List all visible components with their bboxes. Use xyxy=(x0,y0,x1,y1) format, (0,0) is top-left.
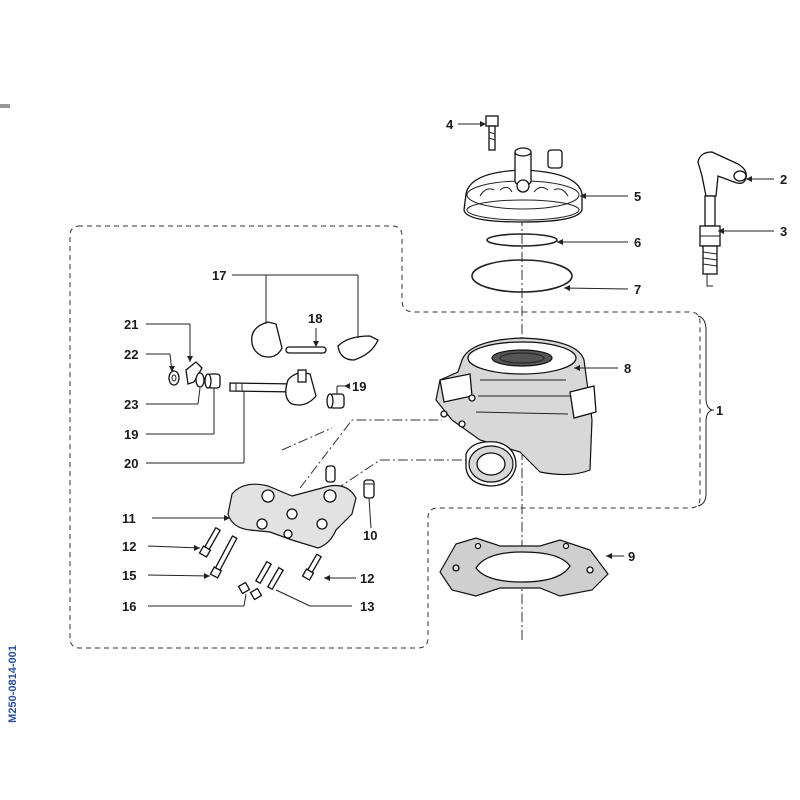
spark-plug-cap-part-2 xyxy=(697,151,747,197)
nut-part-16 xyxy=(237,581,263,601)
cylinder-head-part-5 xyxy=(463,147,583,223)
bolt-part-12b xyxy=(301,553,323,581)
callout-9: 9 xyxy=(628,549,635,564)
screw-part-4 xyxy=(485,115,499,151)
bracket-axis-line xyxy=(281,427,333,451)
cylinder-part-8 xyxy=(435,337,597,487)
stud-part-13 xyxy=(254,560,273,585)
bushing-part-19b xyxy=(204,373,221,389)
flange-bracket-part-11 xyxy=(227,483,357,549)
spark-plug-part-3 xyxy=(699,195,721,287)
nut-part-22 xyxy=(168,370,180,386)
callout-11: 11 xyxy=(122,511,136,526)
callout-4: 4 xyxy=(446,117,454,132)
bracket-axis-line xyxy=(299,419,442,489)
valve-segment-part-17 xyxy=(251,321,379,361)
callout-15: 15 xyxy=(122,568,136,583)
leader-arrowheads xyxy=(169,121,752,581)
callout-2: 2 xyxy=(780,172,787,187)
callout-22: 22 xyxy=(124,347,138,362)
callout-18: 18 xyxy=(308,311,322,326)
drawing-code: M250-0814-001 xyxy=(7,645,19,723)
bolt-part-15 xyxy=(209,535,238,579)
callout-17: 17 xyxy=(212,268,226,283)
base-gasket-part-9 xyxy=(439,537,609,597)
bolt-part-12 xyxy=(198,526,222,558)
callout-7: 7 xyxy=(634,282,641,297)
leader-lines xyxy=(146,123,774,607)
stud-part-13b xyxy=(266,566,285,591)
callout-19b: 19 xyxy=(352,379,366,394)
o-ring-part-7 xyxy=(471,259,573,293)
callout-19: 19 xyxy=(124,427,138,442)
callout-6: 6 xyxy=(634,235,641,250)
o-ring-part-6 xyxy=(486,233,558,247)
callout-16: 16 xyxy=(122,599,136,614)
callout-3: 3 xyxy=(780,224,787,239)
assembly-boundary xyxy=(69,225,701,649)
edge-mark xyxy=(0,104,10,108)
valve-pin-part-18 xyxy=(285,346,327,354)
callout-12: 12 xyxy=(122,539,136,554)
callout-1: 1 xyxy=(716,403,723,418)
callout-10: 10 xyxy=(363,528,377,543)
bushing-part-19 xyxy=(326,393,345,409)
callout-8: 8 xyxy=(624,361,631,376)
callout-12b: 12 xyxy=(360,571,374,586)
washer-part-23 xyxy=(195,372,205,388)
callout-21: 21 xyxy=(124,317,138,332)
callout-5: 5 xyxy=(634,189,641,204)
callout-23: 23 xyxy=(124,397,138,412)
callout-13: 13 xyxy=(360,599,374,614)
callout-20: 20 xyxy=(124,456,138,471)
valve-shaft-part-20 xyxy=(229,369,317,406)
